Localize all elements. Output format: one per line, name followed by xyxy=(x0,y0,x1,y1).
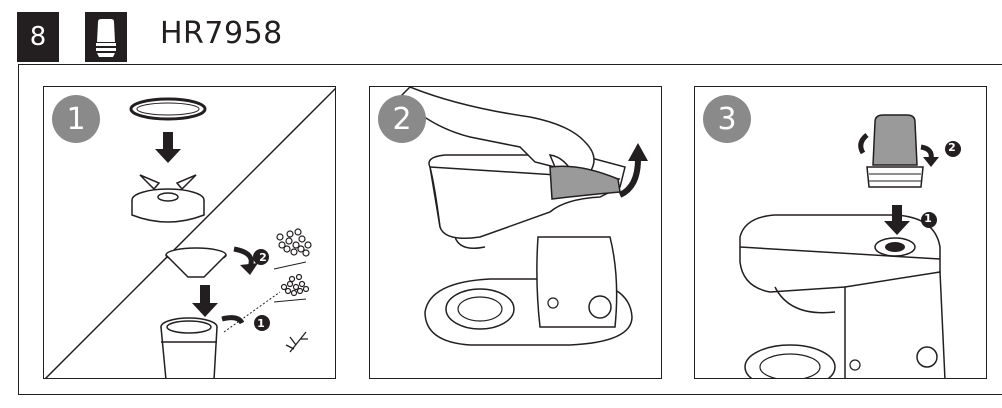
step-1-substep-2-label: 2 xyxy=(255,250,271,266)
step-number-badge: 8 xyxy=(17,12,59,62)
mill-accessory-icon xyxy=(85,12,127,62)
model-number: HR7958 xyxy=(160,16,283,51)
step-3-panel: 3 xyxy=(694,86,987,379)
step-1-number: 1 xyxy=(52,95,100,143)
step-1-substep-1-label: 1 xyxy=(253,316,269,332)
step-1-panel: 1 xyxy=(43,86,336,379)
step-3-number: 3 xyxy=(703,95,751,143)
step-2-panel: 2 xyxy=(369,86,662,379)
step-3-substep-2-label: 2 xyxy=(944,140,960,156)
step-3-substep-1-label: 1 xyxy=(920,211,936,227)
page-header: 8 HR7958 xyxy=(0,0,1002,64)
step-2-number: 2 xyxy=(378,95,426,143)
